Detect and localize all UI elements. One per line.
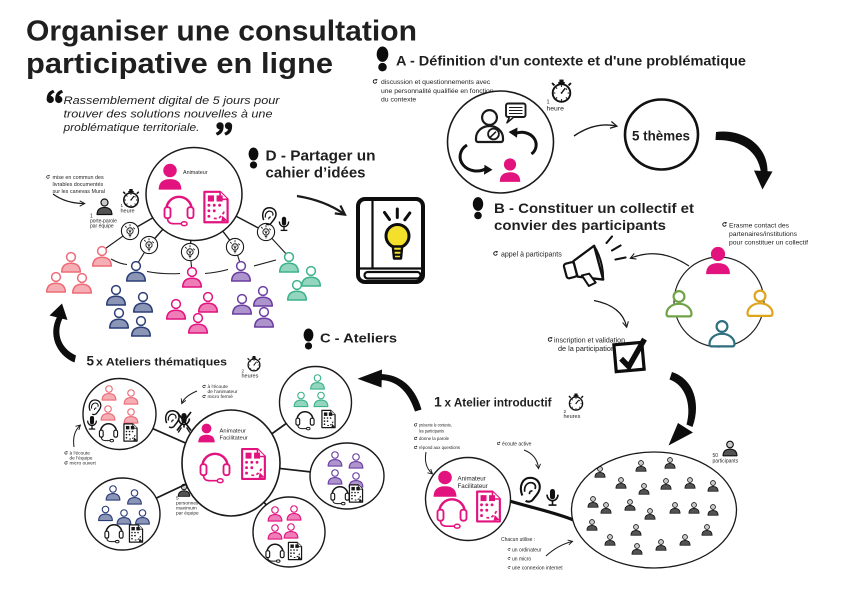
svg-text:les participants: les participants [419,429,444,435]
svg-text:mise en commun des: mise en commun des [53,175,105,181]
svg-text:A - Définition d'un contexte e: A - Définition d'un contexte et d'une pr… [396,53,746,69]
svg-text:participants: participants [713,459,739,465]
svg-text:B - Constituer un collectif et: B - Constituer un collectif et [494,201,695,216]
svg-text:maximum: maximum [176,506,197,512]
svg-text:C - Ateliers: C - Ateliers [320,331,397,346]
svg-text:porte-parole: porte-parole [90,219,117,225]
svg-text:Animateur: Animateur [458,476,486,483]
svg-text:problématique territoriale.: problématique territoriale. [62,122,199,134]
svg-text:5 thèmes: 5 thèmes [632,129,690,144]
svg-text:discussion et questionnements: discussion et questionnements avec [381,79,491,86]
svg-text:une connexion internet: une connexion internet [512,566,563,572]
svg-text:1: 1 [90,214,93,220]
svg-text:un micro: un micro [512,557,531,563]
svg-text:Chacun utilise :: Chacun utilise : [501,537,535,543]
svg-text:micro fermé: micro fermé [208,394,234,400]
svg-text:2: 2 [564,409,567,415]
svg-text:heures: heures [242,374,259,380]
svg-text:écoute active: écoute active [502,442,532,448]
svg-text:par équipe: par équipe [176,511,199,517]
svg-text:x Ateliers thématiques: x Ateliers thématiques [96,357,227,369]
svg-text:Animateur: Animateur [220,429,246,435]
svg-text:50: 50 [713,453,719,459]
svg-text:cahier d’idées: cahier d’idées [266,166,366,182]
svg-text:participative en ligne: participative en ligne [26,48,333,80]
svg-text:de la participation: de la participation [558,346,615,353]
svg-text:1: 1 [434,394,442,410]
svg-text:1: 1 [547,100,550,106]
svg-text:heure: heure [547,106,565,113]
svg-text:livrables documentés: livrables documentés [53,182,104,188]
svg-text:à l'écoute: à l'écoute [70,451,91,457]
svg-text:Erasme contact des: Erasme contact des [729,223,790,230]
svg-text:Animateur: Animateur [183,170,208,176]
svg-text:répond aux questions: répond aux questions [419,445,461,451]
svg-text:pour constituer un collectif: pour constituer un collectif [729,240,808,247]
svg-text:appel à participants: appel à participants [501,252,562,259]
svg-text:convier des participants: convier des participants [494,218,666,233]
svg-text:heure: heure [121,209,135,215]
svg-text:Facilitateur: Facilitateur [458,483,488,490]
svg-text:sur les canevas Mural: sur les canevas Mural [53,189,105,195]
svg-text:Organiser une consultation: Organiser une consultation [26,16,417,48]
svg-text:partenaires/institutions: partenaires/institutions [729,231,798,238]
svg-text:x Atelier introductif: x Atelier introductif [445,398,552,410]
svg-text:trouver des solutions nouvelle: trouver des solutions nouvelles à une [64,109,273,121]
svg-text:5: 5 [176,496,179,502]
svg-text:D - Partager un: D - Partager un [266,149,376,165]
svg-text:à l'écoute: à l'écoute [208,384,229,390]
svg-text:de l'animateur: de l'animateur [208,389,238,395]
svg-text:heures: heures [564,414,581,420]
svg-text:un ordinateur: un ordinateur [512,548,542,554]
svg-text:micro ouvert: micro ouvert [70,461,97,467]
svg-text:de l'équipe: de l'équipe [70,456,93,462]
svg-text:inscription et validation: inscription et validation [554,338,625,345]
svg-text:personnes: personnes [176,501,199,507]
svg-text:1: 1 [121,203,124,208]
svg-text:5: 5 [87,354,95,369]
svg-text:par équipe: par équipe [90,224,114,230]
svg-text:du contexte: du contexte [381,97,416,104]
svg-text:présente le contexte,: présente le contexte, [419,423,452,429]
svg-text:une personnalité qualifiée en: une personnalité qualifiée en fonction [381,88,494,95]
svg-text:Facilitateur: Facilitateur [220,436,248,442]
svg-text:2: 2 [242,369,245,374]
svg-text:donne la parole: donne la parole [419,436,449,442]
svg-text:Rassemblement digital de 5 jou: Rassemblement digital de 5 jours pour [64,95,281,107]
